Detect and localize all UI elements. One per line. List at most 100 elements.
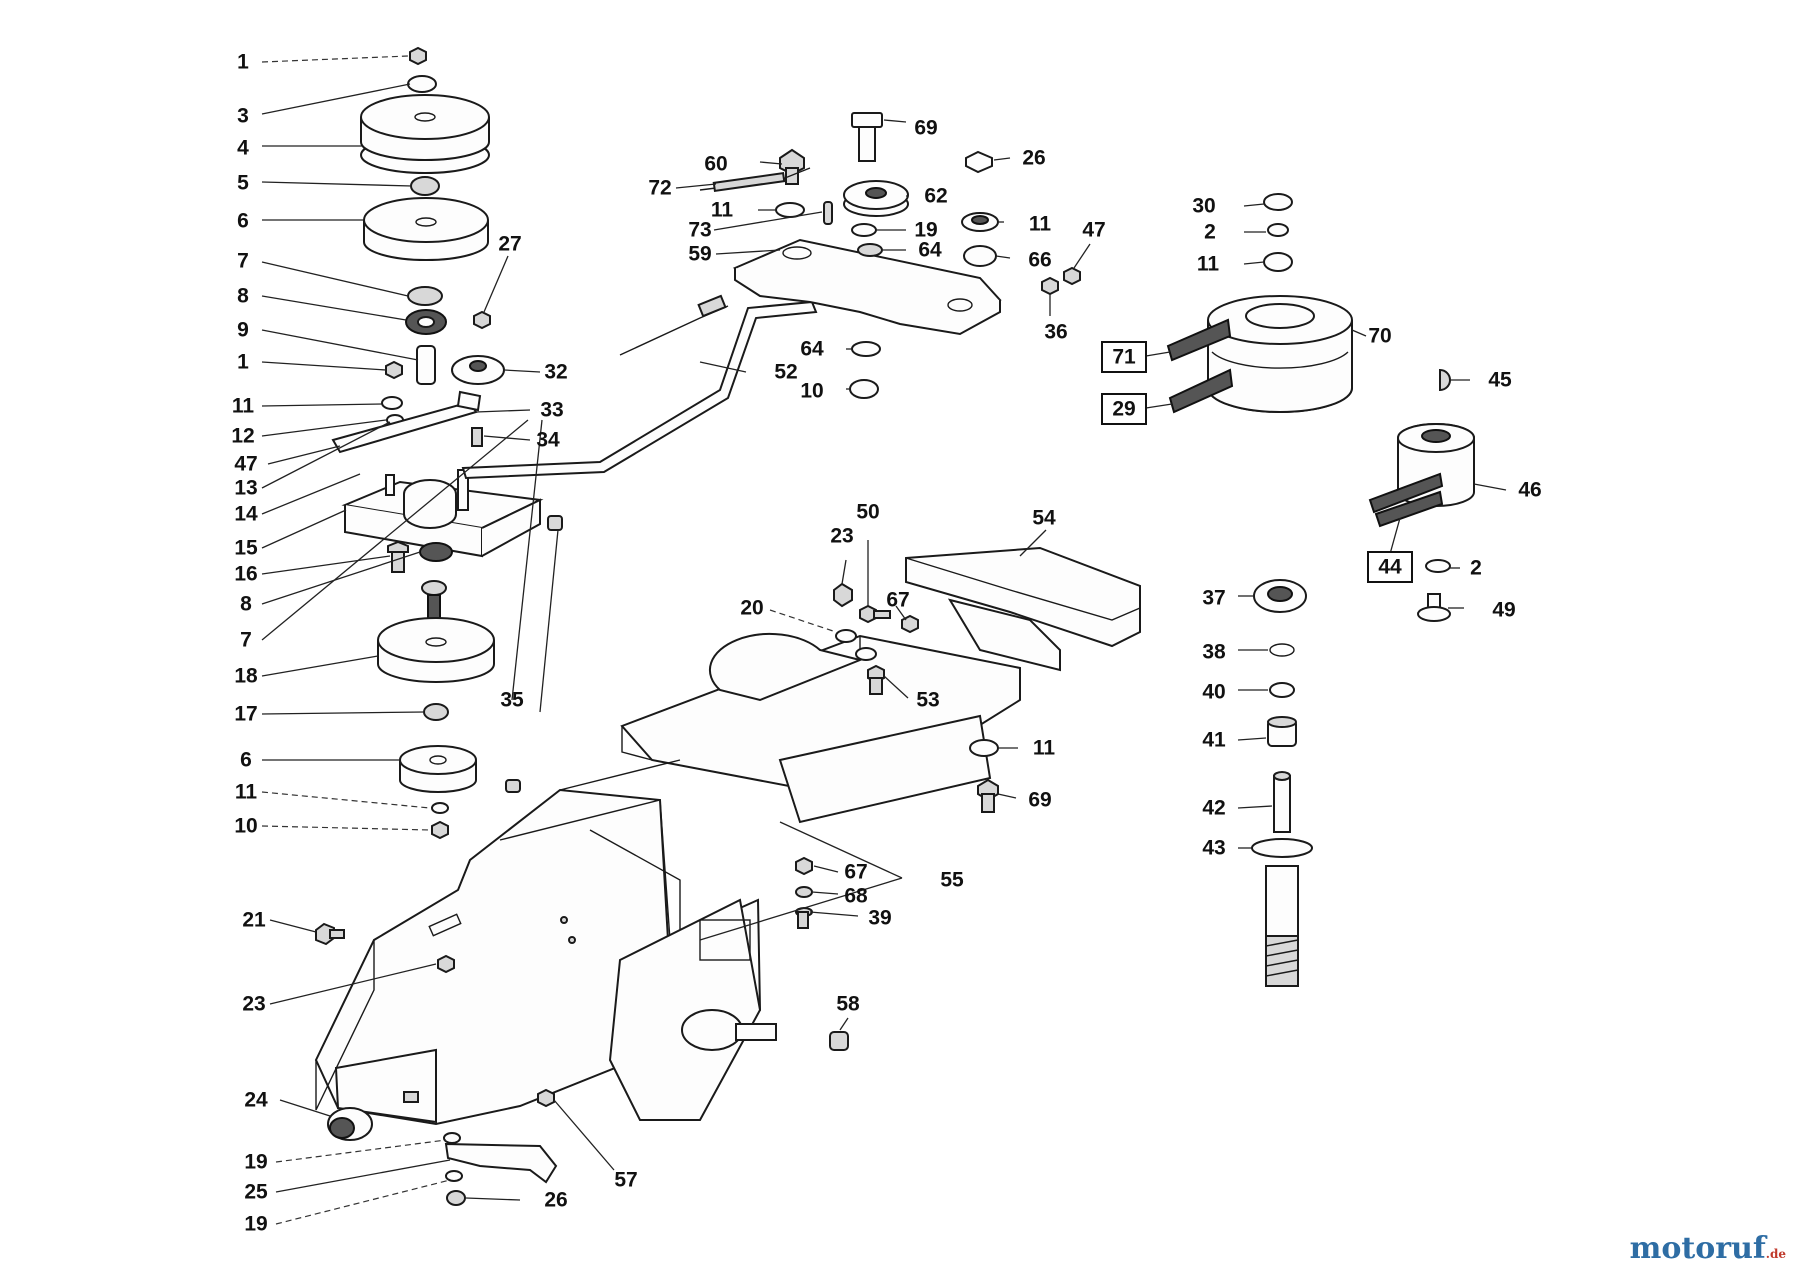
left-pulley-stack bbox=[331, 46, 563, 840]
callout-42: 42 bbox=[1202, 797, 1225, 820]
watermark-tld: .de bbox=[1765, 1247, 1786, 1261]
callout-67b: 67 bbox=[844, 861, 867, 884]
callout-5: 5 bbox=[237, 172, 249, 195]
callout-30: 30 bbox=[1192, 195, 1215, 218]
callout-58: 58 bbox=[836, 993, 860, 1016]
part-bearing-37 bbox=[1253, 579, 1307, 613]
callout-3: 3 bbox=[237, 105, 249, 128]
part-nut-1 bbox=[409, 46, 427, 66]
callout-11: 11 bbox=[232, 395, 255, 418]
part-roller-35 bbox=[547, 515, 563, 531]
part-circlip-38 bbox=[1269, 643, 1295, 657]
part-pulley-46 bbox=[1397, 423, 1475, 507]
callout-36: 36 bbox=[1044, 321, 1067, 344]
callout-27: 27 bbox=[498, 233, 521, 256]
part-nut-10a bbox=[431, 820, 449, 840]
callout-25: 25 bbox=[244, 1181, 268, 1204]
part-cap-45 bbox=[1439, 368, 1451, 392]
part-nut-67b bbox=[795, 856, 813, 876]
callout-44: 44 bbox=[1378, 556, 1402, 579]
part-washer-68 bbox=[795, 886, 813, 898]
part-washer-11f bbox=[969, 739, 999, 757]
callout-24: 24 bbox=[244, 1089, 268, 1112]
callout-17: 17 bbox=[234, 703, 257, 726]
callout-59: 59 bbox=[688, 243, 711, 266]
label-box-29 bbox=[1101, 393, 1147, 425]
part-bolt-16 bbox=[387, 540, 409, 573]
part-belt-44 bbox=[1368, 472, 1444, 514]
part-bolt-34 bbox=[471, 427, 483, 447]
part-pulley-62 bbox=[843, 180, 909, 217]
callout-4: 4 bbox=[237, 137, 249, 160]
callout-43: 43 bbox=[1202, 837, 1225, 860]
callout-labels: 1 3 4 5 6 7 27 8 9 1 32 11 33 12 34 47 1… bbox=[231, 51, 1541, 1236]
control-lever-assembly bbox=[461, 112, 1081, 480]
callout-46: 46 bbox=[1518, 479, 1541, 502]
part-worm-shaft bbox=[1265, 865, 1299, 987]
part-lever-25 bbox=[444, 1142, 558, 1184]
callout-47: 47 bbox=[234, 453, 257, 476]
right-pulley-group bbox=[1166, 193, 1475, 622]
part-frame-plate-55 bbox=[620, 634, 1021, 792]
part-washer-43 bbox=[1251, 838, 1313, 858]
part-roller-35b bbox=[505, 779, 521, 793]
part-washer-11d bbox=[961, 212, 999, 232]
callout-11b: 11 bbox=[235, 781, 258, 804]
callout-37: 37 bbox=[1202, 587, 1225, 610]
part-pulley-6b bbox=[399, 745, 477, 793]
part-seat-mount-54 bbox=[905, 546, 1141, 672]
part-pulley-4 bbox=[360, 94, 490, 174]
callout-12: 12 bbox=[231, 425, 254, 448]
leader-lines bbox=[261, 55, 1507, 1225]
part-washer-11b bbox=[431, 802, 449, 814]
part-bushing-66 bbox=[963, 245, 997, 267]
part-washer-64b bbox=[851, 341, 881, 357]
callout-26b: 26 bbox=[1022, 147, 1045, 170]
callout-35: 35 bbox=[500, 689, 524, 712]
part-double-pulley-70 bbox=[1207, 295, 1353, 413]
part-pin-58 bbox=[829, 1031, 849, 1051]
callout-52: 52 bbox=[774, 361, 797, 384]
callout-67: 67 bbox=[886, 589, 909, 612]
callout-57: 57 bbox=[614, 1169, 637, 1192]
part-pulley-6 bbox=[363, 197, 489, 261]
callout-47b: 47 bbox=[1082, 219, 1105, 242]
callout-2b: 2 bbox=[1470, 557, 1482, 580]
callout-53: 53 bbox=[916, 689, 939, 712]
callout-19b: 19 bbox=[244, 1213, 267, 1236]
label-box-44 bbox=[1367, 551, 1413, 583]
part-bolt-49 bbox=[1417, 593, 1451, 622]
callout-19c: 19 bbox=[914, 219, 937, 242]
part-belt-29 bbox=[1168, 368, 1234, 414]
part-nut-36 bbox=[1041, 276, 1059, 296]
part-bracket-plate-59 bbox=[732, 238, 1002, 336]
callout-26: 26 bbox=[544, 1189, 567, 1212]
callout-8: 8 bbox=[237, 285, 249, 308]
part-bolt-53 bbox=[867, 664, 885, 695]
callout-32: 32 bbox=[544, 361, 567, 384]
callout-33: 33 bbox=[540, 399, 563, 422]
part-bolt-60 bbox=[779, 148, 805, 185]
callout-10b: 10 bbox=[800, 380, 823, 403]
part-nut-23b bbox=[833, 582, 853, 608]
part-pin-73 bbox=[823, 201, 833, 225]
part-washer-11e bbox=[1263, 252, 1293, 272]
part-washer-11c bbox=[775, 202, 805, 218]
part-pulley-18 bbox=[377, 617, 495, 683]
callout-23: 23 bbox=[242, 993, 265, 1016]
callout-10: 10 bbox=[234, 815, 257, 838]
part-nut-26a bbox=[446, 1190, 466, 1206]
part-nut-23a bbox=[437, 954, 455, 974]
part-mounting-plate-15 bbox=[341, 469, 544, 558]
part-bolt-69b bbox=[977, 778, 999, 813]
callout-45: 45 bbox=[1488, 369, 1512, 392]
callout-70: 70 bbox=[1368, 325, 1391, 348]
callout-14: 14 bbox=[234, 503, 258, 526]
motoruf-watermark: motoruf.de bbox=[1630, 1231, 1786, 1266]
callout-38: 38 bbox=[1202, 641, 1226, 664]
callout-50: 50 bbox=[856, 501, 879, 524]
part-bearing-8b bbox=[419, 542, 453, 562]
callout-19: 19 bbox=[244, 1151, 267, 1174]
label-box-71 bbox=[1101, 341, 1147, 373]
part-washer-19c bbox=[851, 223, 877, 237]
